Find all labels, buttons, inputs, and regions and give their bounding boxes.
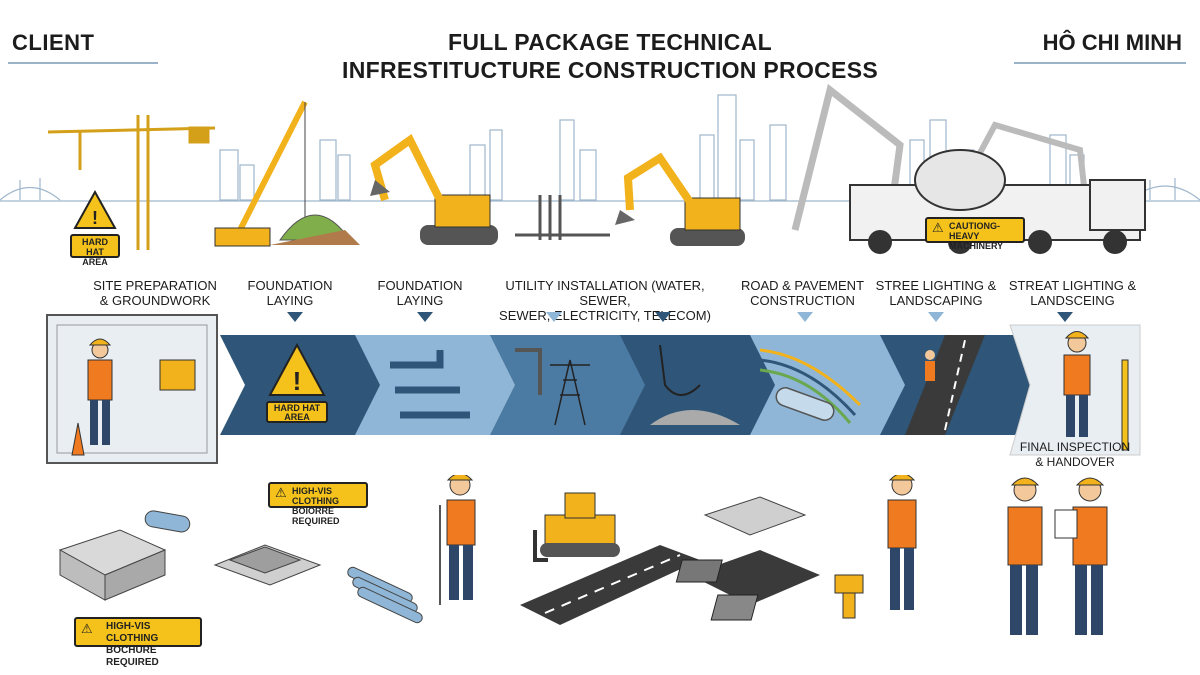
bulldozer-icon: [533, 492, 620, 562]
drill-icon: [834, 574, 864, 594]
handover-workers-icon: [1007, 477, 1108, 635]
step-label-6: STREE LIGHTING & LANDSCAPING: [872, 278, 1000, 308]
excavator-icon: [370, 134, 498, 245]
worker-icon: [87, 338, 113, 445]
step-1-line-1: SITE PREPARATION: [93, 278, 217, 293]
hard-hat-band-line-2: AREA: [284, 412, 310, 422]
pipes-icon: [515, 195, 610, 240]
svg-text:!: !: [92, 208, 98, 228]
step-marker-5: [797, 312, 813, 322]
step-5-line-1: ROAD & PAVEMENT: [740, 278, 865, 293]
hivis-sign-large: ⚠ HIGH-VIS CLOTHING BOCHURE REQUIRED: [74, 617, 202, 668]
chevron-step-3: [355, 335, 520, 435]
hivis-large-line-1: HIGH-VIS CLOTHING: [106, 621, 159, 644]
step-marker-3: [417, 312, 433, 322]
step-marker-7: [1057, 312, 1073, 322]
step-label-3: FOUNDATION LAYING: [365, 278, 475, 308]
hard-hat-band-line-1: HARD HAT: [273, 403, 321, 413]
step-marker-4b: [655, 312, 671, 322]
city-label: HÔ CHI MINH: [1042, 30, 1182, 55]
road-icon: [905, 335, 985, 435]
step-label-5: ROAD & PAVEMENT CONSTRUCTION: [740, 278, 865, 308]
process-band: !: [46, 314, 1141, 464]
svg-text:!: !: [293, 366, 302, 396]
construction-scene: !: [0, 83, 1200, 254]
city-underline: [1014, 62, 1186, 64]
tower-crane-icon: [47, 115, 216, 250]
excavator-2-icon: [615, 152, 745, 246]
pipe-icon: [390, 350, 470, 419]
step-6-line-1: STREE LIGHTING &: [875, 278, 997, 293]
hivis-sign-small: ⚠ HIGH-VIS CLOTHING BOIORRE REQUIRED: [268, 482, 368, 526]
hard-hat-line-1: HARD HAT: [82, 237, 108, 257]
step-label-2: FOUNDATION LAYING: [235, 278, 345, 308]
step-5-line-2: CONSTRUCTION: [750, 293, 855, 308]
final-line-1: FINAL INSPECTION: [1019, 440, 1131, 454]
step-3-line-2: LAYING: [396, 293, 444, 308]
bottom-illustrations: [58, 475, 1108, 635]
step-4-line-1: UTILITY INSTALLATION (WATER, SEWER,: [505, 278, 705, 308]
step-label-1: SITE PREPARATION & GROUNDWORK: [90, 278, 220, 308]
clipboard-icon: [1054, 509, 1078, 539]
worker-with-drill-icon: [834, 475, 917, 619]
warning-icon: ⚠: [932, 220, 944, 235]
worker-icon: [439, 475, 476, 605]
warning-icon: [73, 189, 117, 229]
step-1-line-2: & GROUNDWORK: [99, 293, 211, 308]
chevron-step-5: [750, 335, 910, 435]
cone-icon: [71, 422, 85, 456]
road-segment-icon: [520, 545, 700, 625]
pipe-stack-icon: [347, 566, 423, 624]
cable-icon: [759, 348, 862, 424]
step-marker-6: [928, 312, 944, 322]
hard-hat-sign-band: HARD HAT AREA: [266, 401, 328, 423]
client-label: CLIENT: [12, 30, 95, 55]
page-title: FULL PACKAGE TECHNICAL INFRESTITUCTURE C…: [280, 28, 940, 84]
hivis-small-line-1: HIGH-VIS CLOTHING: [292, 486, 339, 506]
caution-sign: ⚠ CAUTIONG- HEAVY MACHINERY: [925, 217, 1025, 251]
title-line-2: INFRESTITUCTURE CONSTRUCTION PROCESS: [342, 57, 878, 83]
foundation-slab-icon: [213, 544, 322, 586]
hivis-vest-icon: ⚠: [275, 485, 287, 500]
step-2-line-1: FOUNDATION: [247, 278, 333, 293]
hard-hat-line-2: AREA: [82, 257, 108, 267]
hard-hat-sign-top: HARD HAT AREA: [70, 234, 120, 267]
hivis-large-line-2: BOCHURE REQUIRED: [106, 645, 159, 668]
step-label-7: STREAT LIGHTING & LANDSCEING: [1005, 278, 1140, 308]
mobile-crane-icon: [214, 100, 360, 247]
caution-line-1: CAUTIONG-: [949, 221, 1000, 231]
step-marker-4: [546, 312, 562, 322]
warning-sign-top: !: [73, 189, 117, 229]
concrete-block-icon: [58, 510, 191, 601]
title-line-1: FULL PACKAGE TECHNICAL: [448, 29, 772, 55]
drainage-grate-icon: [675, 496, 820, 621]
final-step-label: FINAL INSPECTION & HANDOVER: [1010, 440, 1140, 470]
step-3-line-1: FOUNDATION: [377, 278, 463, 293]
excavation-icon: [650, 344, 740, 425]
survey-equipment-icon: [159, 359, 196, 391]
final-line-2: & HANDOVER: [1035, 455, 1115, 469]
step-marker-2: [287, 312, 303, 322]
power-tower-icon: [515, 348, 590, 426]
caution-line-2: HEAVY MACHINERY: [949, 231, 1004, 251]
step-7-line-1: STREAT LIGHTING &: [1008, 278, 1137, 293]
step-2-line-2: LAYING: [266, 293, 314, 308]
inspector-icon: [1063, 331, 1129, 451]
bridge-left-icon: [0, 178, 61, 201]
step-7-line-2: LANDSCEING: [1030, 293, 1115, 308]
client-underline: [8, 62, 158, 64]
step-6-line-2: LANDSCAPING: [889, 293, 983, 308]
chevron-step-4: [490, 335, 650, 435]
hivis-small-line-2: BOIORRE REQUIRED: [292, 506, 340, 526]
warning-icon: [268, 342, 326, 396]
hivis-vest-icon: ⚠: [81, 621, 93, 636]
